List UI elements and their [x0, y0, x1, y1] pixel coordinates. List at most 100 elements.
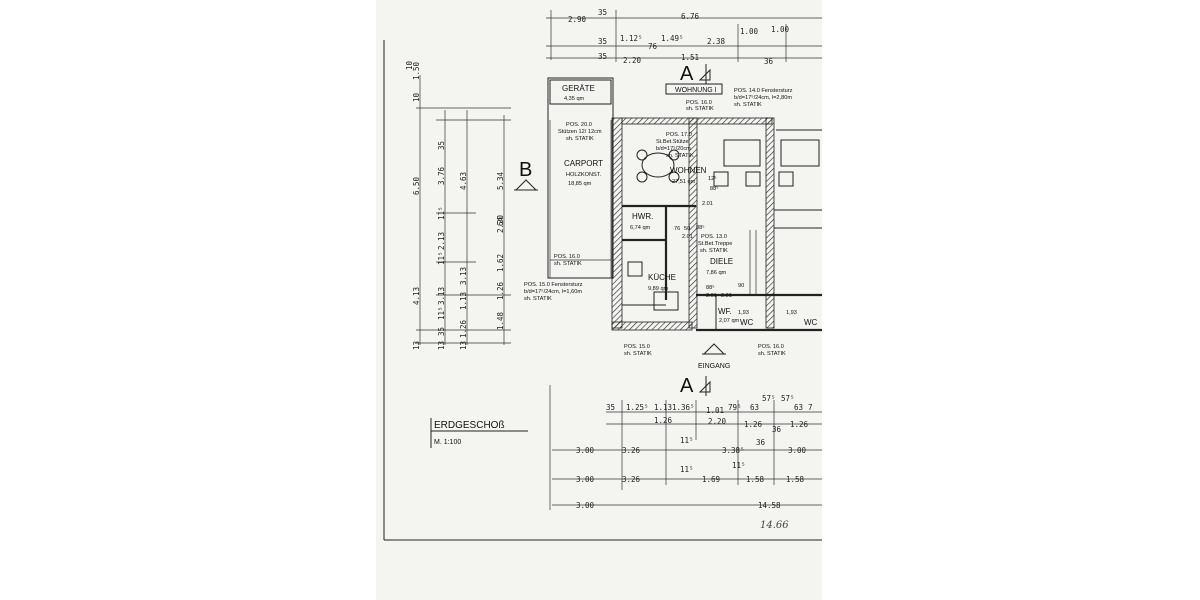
pos-label: sh. STATIK	[624, 351, 652, 357]
drawing-title-text: ERDGESCHOß	[434, 420, 505, 431]
dim-left: 3.13	[437, 287, 446, 305]
dim-left: 35	[437, 141, 446, 150]
dim-bottom: 3.26	[622, 475, 641, 484]
pos-label: POS. 16.0	[686, 100, 712, 106]
room-label-wf: WF.	[718, 307, 732, 316]
dim-left: 11⁵	[437, 206, 446, 220]
dim-bottom: 1.26	[744, 420, 763, 429]
dim-bottom: 11⁵	[732, 461, 746, 470]
dim-bottom: 36	[756, 438, 766, 447]
dim-top: 36	[764, 57, 774, 66]
section-marker-b: B	[514, 159, 538, 191]
apartment-label: WOHNUNG I	[675, 87, 717, 94]
dim-top: 76	[648, 42, 658, 51]
pos-label: b/d=17⁵/24cm, l=1,60m	[524, 288, 582, 295]
dim-left: 2.20	[496, 214, 505, 233]
dim-left: 4.63	[459, 172, 468, 190]
svg-text:B: B	[519, 159, 532, 181]
room-name-hwr: HWR.	[632, 212, 653, 221]
dim-inner: 2.01	[702, 201, 713, 207]
dim-bottom: 57⁵	[762, 394, 776, 403]
pos-label: POS. 20.0	[566, 122, 592, 128]
dim-left: 11⁵	[437, 306, 446, 320]
pos-label: sh. STATIK	[734, 102, 762, 108]
dim-top: 2.20	[623, 56, 642, 65]
dim-bottom: 1.13	[654, 403, 672, 412]
pos-label: POS. 16.0	[554, 254, 580, 260]
pos-label: Stützen 12/ 12cm	[558, 129, 602, 135]
room-name-diele: DIELE	[710, 257, 733, 266]
wohnung-label-box	[665, 83, 723, 95]
room-area-diele: 7,86 qm	[706, 270, 727, 276]
dim-top: 1.00	[740, 27, 759, 36]
pos-label: St.Bet.Treppe	[698, 241, 732, 247]
dim-bottom: 3.00	[576, 446, 595, 455]
room-area-kueche: 9,89 qm	[648, 286, 669, 292]
dim-left: 1.48	[496, 311, 505, 330]
pos-label: sh. STATIK	[700, 248, 728, 254]
dim-top: 1.51	[681, 53, 699, 62]
room-area-wc2: 1,93	[786, 310, 797, 316]
pos-label: POS. 17.0	[666, 132, 692, 138]
pos-label: sh. STATIK	[524, 296, 552, 302]
dim-top: 2.90	[568, 15, 587, 24]
pos-label: sh. STATIK	[686, 106, 714, 112]
dim-bottom: 79⁵	[728, 403, 742, 412]
pos-label: sh. STATIK	[758, 351, 786, 357]
room-name-kueche: KÜCHE	[648, 273, 676, 282]
dim-bottom: 3.38⁵	[722, 446, 745, 455]
floor-plan-drawing: 2.90 35 6.76 35 1.12⁵ 76 1.49⁵ 1.00 1.00…	[383, 8, 822, 541]
dim-bottom: 3.26	[622, 446, 641, 455]
handwritten-total: 14.66	[760, 520, 789, 531]
dim-inner: 50	[684, 226, 690, 232]
dim-left: 13	[459, 341, 468, 350]
dim-top: 35	[598, 52, 607, 61]
svg-text:A: A	[680, 375, 694, 397]
room-name-wohnen: WOHNEN	[670, 166, 707, 175]
room-name-wc2: WC	[804, 318, 818, 327]
dim-top: 6.76	[681, 12, 700, 21]
dim-left: 1.13	[459, 292, 468, 310]
carport-block: GERÄTE 4,35 qm POS. 20.0 Stützen 12/ 12c…	[547, 77, 614, 279]
pos-label: POS. 14.0 Fenstersturz	[734, 88, 793, 94]
house-walls	[611, 117, 822, 332]
pos-label: sh. STATIK	[554, 261, 582, 267]
pos-label: St.Bet.Stütze	[656, 139, 689, 145]
dim-bottom: 2.20	[708, 417, 727, 426]
dim-left: 1.62	[496, 254, 505, 272]
dim-bottom: 35	[606, 403, 615, 412]
dim-left: 1.26	[496, 281, 505, 300]
dim-left: 10	[412, 92, 421, 102]
svg-text:A: A	[680, 63, 694, 85]
dim-inner: 76	[674, 226, 680, 232]
left-dimension-chain: 10 1.50 6.50 4.13 13 10 35 3.76 11⁵ 2.13…	[405, 60, 511, 350]
dim-bottom: 14.58	[758, 501, 781, 510]
dim-bottom: 1.58	[746, 475, 765, 484]
dim-left: 4.13	[412, 287, 421, 305]
room-area-carport: 18,85 qm	[568, 181, 592, 187]
entrance-marker: EINGANG	[698, 343, 730, 370]
dim-bottom: 3.00	[576, 501, 595, 510]
dim-bottom: 11⁵	[680, 465, 694, 474]
dim-left: 5.34	[496, 171, 505, 190]
dim-top: 1.12⁵	[620, 34, 643, 43]
dim-bottom: 7	[808, 403, 813, 412]
bottom-dimension-chain: 35 1.25⁵ 1.13 1.36⁵ 1.01 79⁵ 63 57⁵ 57⁵ …	[549, 385, 822, 531]
dim-left: 11⁵	[437, 251, 446, 265]
room-area-wohnen: 27,51 qm	[672, 179, 696, 185]
section-marker-a-bottom: A	[680, 375, 711, 397]
dim-bottom: 11⁵	[680, 436, 694, 445]
dim-bottom: 3.00	[576, 475, 595, 484]
stove-icon	[627, 261, 643, 277]
pos-label: POS. 15.0	[624, 344, 650, 350]
dim-inner: 90	[738, 283, 744, 289]
dim-inner: 2.01	[721, 293, 732, 299]
svg-text:EINGANG: EINGANG	[698, 363, 730, 370]
dim-bottom: 63	[794, 403, 803, 412]
dim-inner: 12⁵	[708, 175, 717, 182]
dim-bottom: 1.69	[702, 475, 720, 484]
dim-top: 1.00	[771, 25, 790, 34]
room-area-wc: 2,07 qm	[719, 318, 740, 324]
dim-inner: 2.01	[682, 234, 693, 240]
dim-inner: 88⁵	[710, 185, 719, 192]
